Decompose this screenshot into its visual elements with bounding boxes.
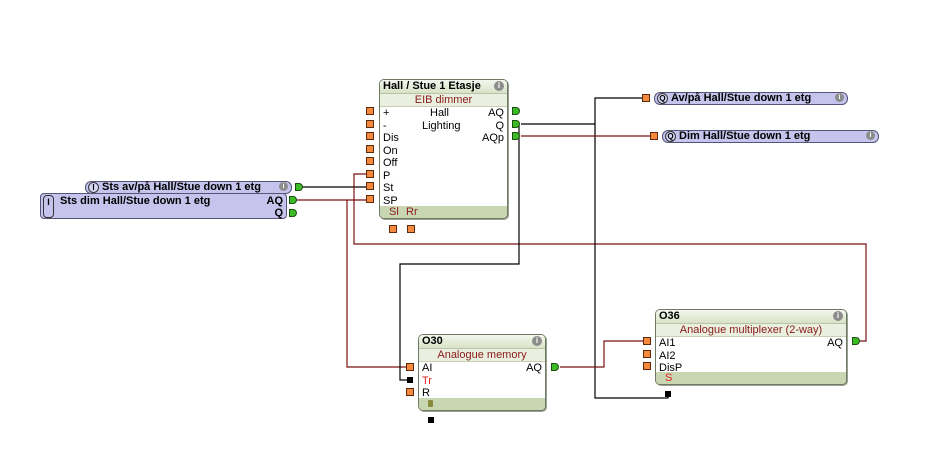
output-label: Av/på Hall/Stue down 1 etg (671, 92, 812, 104)
info-icon[interactable]: i (833, 311, 843, 321)
input-tag: I (88, 182, 99, 193)
input-label-r: R (422, 387, 430, 399)
block-type: Analogue memory (419, 349, 545, 362)
output-label-q: Q (274, 207, 283, 219)
input-tag: I (43, 195, 54, 218)
block-title: O36 (659, 310, 680, 322)
output-label-aq: AQ (526, 362, 542, 374)
param-label-s: S (665, 372, 673, 384)
wire-o30-aq-to-o36-ai1[interactable] (560, 340, 644, 368)
input-label-off: Off (383, 157, 398, 169)
input-pin-disp[interactable] (643, 362, 651, 370)
input-pin-on[interactable] (366, 145, 374, 153)
block-type: Analogue multiplexer (2-way) (656, 324, 846, 337)
input-pin-plus[interactable] (366, 107, 374, 115)
output-pin-sts-dim-q[interactable] (289, 209, 297, 217)
output-label-aq: AQ (488, 107, 504, 119)
output-label-aqp: AQp (481, 132, 504, 144)
block-title: O30 (422, 335, 443, 347)
block-comment: Lighting (422, 120, 461, 132)
input-pin-sp[interactable] (366, 195, 374, 203)
block-param-bar: S (656, 372, 846, 384)
param-pin-s[interactable] (665, 391, 671, 397)
output-tag: Q (665, 131, 676, 142)
input-pin-off[interactable] (366, 157, 374, 165)
output-pin-aq[interactable] (512, 107, 520, 115)
param-pin-sl[interactable] (389, 225, 397, 233)
input-pin-out-av[interactable] (642, 94, 650, 102)
block-type: EIB dimmer (380, 94, 507, 107)
output-pin-q[interactable] (512, 120, 520, 128)
input-label-st: St (383, 182, 394, 194)
input-pin-ai[interactable] (406, 363, 414, 371)
param-pin-o30[interactable] (428, 417, 434, 423)
block-title: Hall / Stue 1 Etasje (383, 80, 481, 92)
block-param-bar (419, 398, 545, 410)
info-icon[interactable]: i (279, 182, 288, 191)
input-pin-minus[interactable] (366, 120, 374, 128)
input-pin-p[interactable] (366, 170, 374, 178)
block-o30[interactable]: O30 i Analogue memory AI Tr R AQ (418, 334, 546, 411)
output-label-aq: AQ (266, 195, 284, 207)
param-label-sl: Sl (389, 206, 399, 218)
wire-o36-aq-to-p[interactable] (353, 173, 867, 342)
info-icon[interactable]: i (532, 336, 542, 346)
input-pin-ai2[interactable] (643, 350, 651, 358)
output-pin-o36-aq[interactable] (852, 337, 860, 345)
input-label-disp: DisP (659, 362, 683, 374)
input-label-sp: SP (383, 195, 398, 207)
input-pin-out-dim[interactable] (650, 132, 658, 140)
input-pin-ai1[interactable] (643, 337, 651, 345)
input-label-p: P (383, 170, 391, 182)
input-label-ai2: AI2 (659, 350, 676, 362)
output-pin-o30-aq[interactable] (551, 363, 559, 371)
info-icon[interactable]: i (835, 93, 844, 102)
input-pin-st[interactable] (366, 182, 374, 190)
input-label-minus: - (383, 120, 387, 132)
output-label: Dim Hall/Stue down 1 etg (679, 130, 811, 142)
wire-q-to-o30-tr[interactable] (399, 124, 520, 381)
block-eib-dimmer[interactable]: Hall / Stue 1 Etasje i EIB dimmer Hall Li… (379, 79, 508, 219)
wire-q-to-out-av[interactable] (521, 97, 644, 125)
retentive-icon (428, 400, 433, 407)
output-pin-aqp[interactable] (512, 132, 520, 140)
output-label-aq: AQ (827, 337, 843, 349)
input-label: Sts dim Hall/Stue down 1 etg (60, 195, 211, 207)
wire-sts-dim-to-o30-ai[interactable] (346, 200, 408, 368)
input-pin-tr[interactable] (407, 377, 413, 383)
block-comment: Hall (430, 107, 449, 119)
info-icon[interactable]: i (866, 131, 875, 140)
param-pin-rr[interactable] (407, 225, 415, 233)
input-pin-dis[interactable] (366, 132, 374, 140)
input-label: Sts av/på Hall/Stue down 1 etg (102, 181, 261, 193)
info-icon[interactable]: i (494, 81, 504, 91)
input-sts-dim[interactable]: I Sts dim Hall/Stue down 1 etg AQ Q (40, 193, 287, 219)
output-label-q: Q (495, 120, 504, 132)
output-pin-sts-dim-aq[interactable] (289, 196, 297, 204)
input-label-tr: Tr (422, 375, 432, 387)
block-param-bar: Sl Rr (380, 206, 507, 218)
input-label-ai1: AI1 (659, 337, 676, 349)
input-label-ai: AI (422, 362, 433, 374)
block-o36[interactable]: O36 i Analogue multiplexer (2-way) AI1 AI… (655, 309, 847, 385)
input-pin-r[interactable] (406, 388, 414, 396)
input-label-plus: + (383, 107, 390, 119)
output-pin-sts-av[interactable] (295, 183, 303, 191)
param-label-rr: Rr (406, 206, 418, 218)
input-label-on: On (383, 145, 398, 157)
input-label-dis: Dis (383, 132, 399, 144)
output-tag: Q (657, 93, 668, 104)
